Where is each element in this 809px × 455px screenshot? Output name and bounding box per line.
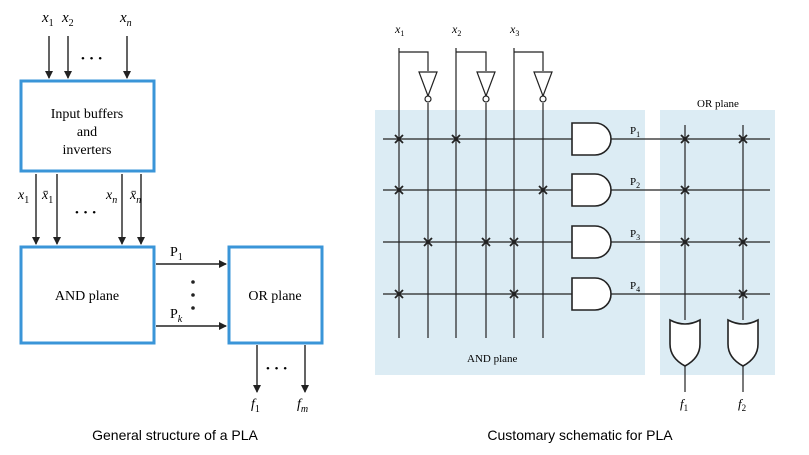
product-term-vertical-dots — [191, 280, 195, 310]
right-caption: Customary schematic for PLA — [487, 427, 673, 443]
schematic-p3-label: P3 — [630, 228, 640, 242]
or-plane-columns — [684, 125, 744, 320]
input-vertical-lines — [398, 48, 544, 338]
schematic-input-x2: x2 — [451, 22, 461, 38]
input-buffers-block — [19, 79, 156, 173]
output-ellipsis: • • • — [266, 363, 288, 375]
input-xn-label: xn — [119, 10, 132, 29]
input-block-line1: Input buffers — [51, 107, 123, 122]
customary-schematic-diagram: x1 x2 x3 P1 P2 P3 P4 OR plane AND plane … — [375, 22, 775, 443]
or-gates — [669, 318, 759, 367]
top-input-ellipsis: • • • — [81, 53, 103, 65]
inverter-gates — [418, 71, 553, 103]
product-term-arrows — [156, 260, 227, 330]
schematic-p1-label: P1 — [630, 125, 640, 139]
product-p1-label: P1 — [170, 245, 183, 263]
inverter-branches — [399, 51, 544, 71]
signal-xn-label: xn — [105, 188, 117, 206]
input-block-line2: and — [77, 125, 97, 140]
buffer-output-arrows — [32, 174, 145, 245]
schematic-p2-label: P2 — [630, 176, 640, 190]
schematic-output-f1: f1 — [680, 396, 688, 413]
output-fm-label: fm — [297, 397, 308, 415]
schematic-and-plane-label: AND plane — [467, 353, 518, 365]
left-caption: General structure of a PLA — [92, 427, 258, 443]
signal-xn-bar-label: x̄n — [129, 188, 141, 206]
output-arrows — [253, 345, 309, 393]
and-plane-connections — [394, 134, 548, 299]
product-pk-label: Pk — [170, 307, 183, 325]
schematic-input-x3: x3 — [509, 22, 519, 38]
input-block-line3: inverters — [63, 143, 112, 158]
and-plane-label: AND plane — [55, 289, 119, 304]
schematic-output-f2: f2 — [738, 396, 746, 413]
input-x1-label: x1 — [41, 10, 54, 29]
or-plane-connections — [680, 134, 748, 299]
general-structure-diagram: x1 x2 xn • • • Input buffers and inverte… — [17, 10, 324, 443]
input-x2-label: x2 — [61, 10, 74, 29]
or-plane-label: OR plane — [248, 289, 301, 304]
schematic-input-x1: x1 — [394, 22, 404, 38]
schematic-or-plane-label: OR plane — [697, 98, 739, 110]
schematic-p4-label: P4 — [630, 280, 640, 294]
and-plane-rows — [383, 138, 572, 295]
or-output-lines — [684, 366, 744, 392]
output-f1-label: f1 — [251, 397, 260, 415]
and-plane-block — [19, 245, 156, 345]
signal-x1-bar-label: x̄1 — [41, 188, 53, 206]
or-plane-block — [227, 245, 324, 345]
signal-x1-label: x1 — [17, 188, 29, 206]
and-gates — [571, 122, 612, 311]
top-input-arrows — [45, 36, 131, 79]
mid-signal-ellipsis: • • • — [75, 207, 97, 219]
